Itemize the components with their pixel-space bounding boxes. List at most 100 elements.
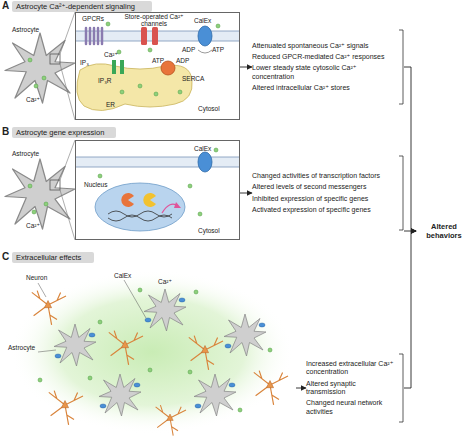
calcium-ion xyxy=(188,370,192,374)
flow-arrow xyxy=(404,231,416,232)
calcium-ion xyxy=(28,184,32,188)
cell-membrane xyxy=(76,157,240,167)
calcium-ion xyxy=(98,174,102,178)
outcome-item: Lower steady state cytosolic Ca²⁺ concen… xyxy=(252,64,395,81)
flow-arrow xyxy=(296,388,306,389)
outcome-list: Attenuated spontaneous Ca²⁺ signalsReduc… xyxy=(252,26,404,108)
result-box: Altered behaviors xyxy=(416,222,472,240)
title-bar xyxy=(12,252,94,263)
outcome-item: Reduced GPCR-mediated Ca²⁺ responses xyxy=(252,53,395,61)
part-label: Ca²⁺ xyxy=(26,96,40,103)
calcium-ion xyxy=(194,290,198,294)
list-bracket xyxy=(399,156,403,230)
part-label: CalEx xyxy=(114,272,131,279)
calex-pump xyxy=(89,333,95,337)
calex-pump xyxy=(195,404,201,408)
part-label: Nucleus xyxy=(84,181,107,188)
part-label: Ca²⁺ xyxy=(104,51,118,58)
part-label: CalEx xyxy=(194,145,211,152)
calcium-ion xyxy=(138,84,142,88)
calcium-ion xyxy=(188,184,192,188)
dna-strand xyxy=(108,215,172,221)
calcium-ion xyxy=(148,48,152,52)
outcome-item: Attenuated spontaneous Ca²⁺ signals xyxy=(252,42,395,50)
part-label: SERCA xyxy=(182,75,204,82)
outcome-item: Changed activities of transcription fact… xyxy=(252,172,395,180)
transcription-factor xyxy=(121,193,134,207)
calex-pump xyxy=(259,323,265,327)
calex-pump xyxy=(198,26,212,46)
astrocyte-cell xyxy=(224,314,266,356)
calcium-ion xyxy=(88,376,92,380)
neuron-cell xyxy=(254,371,288,405)
outcome-item: Increased extracellular Ca²⁺ concentrati… xyxy=(306,360,395,377)
part-label: GPCRs xyxy=(82,15,104,22)
endoplasmic-reticulum xyxy=(77,64,192,111)
part-label: IP₃R xyxy=(98,77,111,84)
list-bracket xyxy=(399,30,403,104)
calcium-ion xyxy=(238,408,242,412)
flow-arrow xyxy=(240,67,252,68)
network-scene: NeuronCalExCa²⁺Astrocyte xyxy=(8,272,296,432)
outcome-item: Altered synaptic transmission xyxy=(306,380,395,397)
part-label: CalEx xyxy=(194,17,211,24)
calcium-ion xyxy=(214,148,218,152)
outcome-item: Activated expression of specific genes xyxy=(252,206,395,214)
list-bracket xyxy=(399,354,403,422)
calcium-ion xyxy=(138,288,142,292)
outcome-item: Inhibited expression of specific genes xyxy=(252,195,395,203)
panel-title: Astrocyte Ca²⁺-dependent signaling xyxy=(16,3,135,11)
zoom-box xyxy=(50,54,60,64)
panel-title: Extracellular effects xyxy=(16,254,81,262)
calex-pump xyxy=(100,404,106,408)
calcium-ion xyxy=(148,368,152,372)
part-label: Astrocyte xyxy=(12,150,39,157)
neuron-cell xyxy=(49,391,83,425)
calex-pump xyxy=(198,152,212,172)
neuron-cell xyxy=(32,291,66,325)
part-label: ATP xyxy=(152,57,164,64)
inset-panel: GPCRsStore-operated Ca²⁺ channelsCalExAD… xyxy=(75,12,240,120)
part-label: Cytosol xyxy=(198,105,220,112)
outcome-list: Increased extracellular Ca²⁺ concentrati… xyxy=(306,350,404,426)
calex-pump xyxy=(134,383,140,387)
calcium-ion xyxy=(178,90,182,94)
flow-arrow xyxy=(240,193,252,194)
astrocyte-cell xyxy=(5,33,75,103)
network-glow xyxy=(10,270,294,434)
part-label: ADP xyxy=(176,57,189,64)
astrocyte-cell xyxy=(194,374,236,416)
outcome-item: Altered levels of second messengers xyxy=(252,183,395,191)
neuron-cell xyxy=(109,331,143,365)
calcium-ion xyxy=(268,348,272,352)
part-label: Ca²⁺ xyxy=(158,278,172,285)
calcium-ion xyxy=(216,24,220,28)
expression-arrow-head xyxy=(174,202,181,208)
outcome-item: Altered intracellular Ca²⁺ stores xyxy=(252,84,395,92)
part-label: ATP xyxy=(212,46,224,53)
title-bar xyxy=(12,1,152,12)
reaction-arrow xyxy=(198,50,212,53)
ip3r-channel xyxy=(112,60,124,74)
outcome-item: Changed neural network activities xyxy=(306,399,395,416)
part-label: Ca²⁺ xyxy=(26,222,40,229)
zoom-line xyxy=(60,12,75,120)
transcription-factor xyxy=(143,193,156,207)
membrane-line xyxy=(76,157,240,167)
gpcr-symbol xyxy=(86,28,102,44)
part-label: IP₃ xyxy=(80,59,89,66)
calcium-ion xyxy=(198,212,202,216)
flow-arrow xyxy=(404,67,416,231)
calcium-ion xyxy=(42,76,46,80)
calcium-ion xyxy=(32,210,36,214)
nucleus xyxy=(95,183,185,231)
part-label: ER xyxy=(106,101,115,108)
panel-letter: B xyxy=(2,126,9,137)
flow-arrow xyxy=(404,231,416,388)
calex-pump xyxy=(225,344,231,348)
astrocyte-cell xyxy=(54,324,96,366)
calex-pump xyxy=(179,298,185,302)
